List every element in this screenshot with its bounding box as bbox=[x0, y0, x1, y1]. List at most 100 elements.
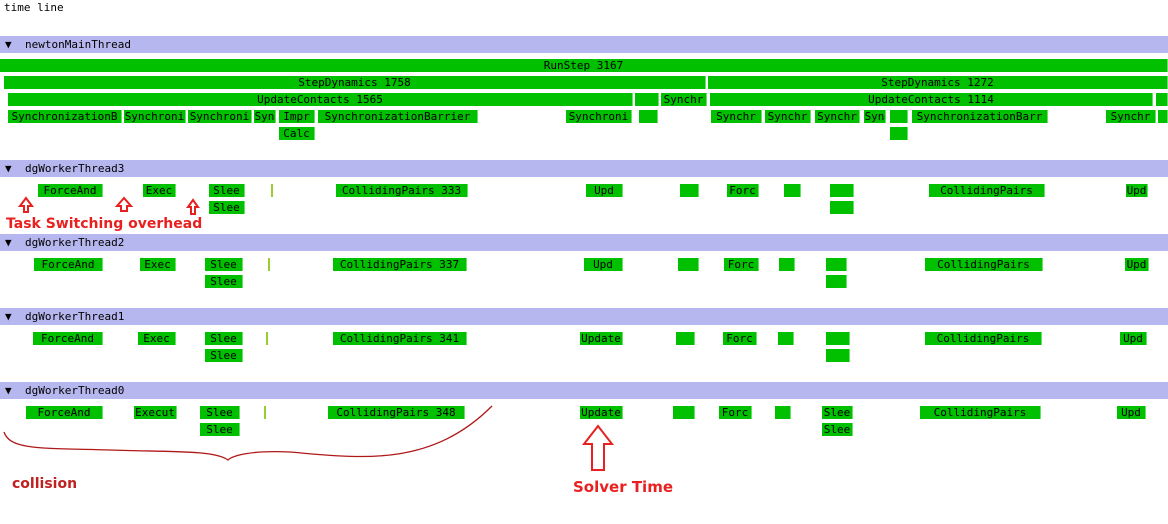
timeline-bar-forceand[interactable]: ForceAnd bbox=[33, 332, 103, 345]
timeline-bar-sleep[interactable]: Slee bbox=[205, 332, 243, 345]
timeline-bar-forc[interactable]: Forc bbox=[727, 184, 759, 197]
timeline-bar-sync[interactable]: SynchronizationBarrier bbox=[318, 110, 478, 123]
timeline-bar-update[interactable]: Upd bbox=[1125, 258, 1149, 271]
timeline-bar-runstep[interactable]: RunStep 3167 bbox=[0, 59, 1168, 72]
triangle-down-icon[interactable]: ▼ bbox=[5, 384, 12, 397]
timeline-bar-small[interactable] bbox=[826, 349, 850, 362]
timeline-bar-sleep[interactable]: Slee bbox=[205, 275, 243, 288]
timeline-bar-thin[interactable] bbox=[268, 258, 270, 271]
timeline-bar-small[interactable] bbox=[680, 184, 699, 197]
timeline-bar-stepdynamics-2[interactable]: StepDynamics 1272 bbox=[708, 76, 1168, 89]
timeline-bar-small[interactable] bbox=[890, 110, 908, 123]
timeline-bar-sleep[interactable]: Slee bbox=[209, 184, 245, 197]
timeline-bar-small[interactable] bbox=[639, 110, 658, 123]
timeline-bar-small[interactable] bbox=[826, 258, 847, 271]
timeline-bar-forceand[interactable]: ForceAnd bbox=[38, 184, 103, 197]
timeline-bar-collidingpairs[interactable]: CollidingPairs bbox=[929, 184, 1045, 197]
thread-header-dgWorkerThread3[interactable]: ▼ dgWorkerThread3 bbox=[0, 160, 1168, 177]
thread-header-newtonMainThread[interactable]: ▼ newtonMainThread bbox=[0, 36, 1168, 53]
timeline-bar-collidingpairs[interactable]: CollidingPairs 348 bbox=[328, 406, 465, 419]
triangle-down-icon[interactable]: ▼ bbox=[5, 236, 12, 249]
timeline-bar-small[interactable] bbox=[826, 275, 847, 288]
timeline-bar-forc[interactable]: Forc bbox=[724, 258, 759, 271]
timeline-bar-update[interactable]: Upd bbox=[1117, 406, 1146, 419]
timeline-bar-small[interactable] bbox=[673, 406, 695, 419]
timeline-bar-calc[interactable]: Calc bbox=[279, 127, 315, 140]
thread-label: dgWorkerThread3 bbox=[25, 162, 125, 175]
timeline-bar-forc[interactable]: Forc bbox=[719, 406, 752, 419]
timeline-bar-sync[interactable]: Synchr bbox=[765, 110, 811, 123]
timeline-bar-sleep[interactable]: Slee bbox=[205, 349, 243, 362]
timeline-bar-sync[interactable]: Synchr bbox=[711, 110, 762, 123]
thread-header-dgWorkerThread0[interactable]: ▼ dgWorkerThread0 bbox=[0, 382, 1168, 399]
timeline-bar-forceand[interactable]: ForceAnd bbox=[26, 406, 103, 419]
timeline-bar-sleep[interactable]: Slee bbox=[822, 423, 853, 436]
timeline-bar-update[interactable]: Upd bbox=[1120, 332, 1147, 345]
timeline-bar-sync[interactable]: Synchroni bbox=[566, 110, 632, 123]
timeline-bar-updatecontacts-1[interactable]: UpdateContacts 1565 bbox=[8, 93, 633, 106]
timeline-bar-thin[interactable] bbox=[271, 184, 273, 197]
timeline-bar-sleep[interactable]: Slee bbox=[209, 201, 245, 214]
timeline-bar-exec[interactable]: Execut bbox=[134, 406, 177, 419]
timeline-bar-sync[interactable]: Synchroni bbox=[188, 110, 252, 123]
timeline-bar-small[interactable] bbox=[784, 184, 801, 197]
timeline-bar-thin[interactable] bbox=[264, 406, 266, 419]
timeline-bar-forceand[interactable]: ForceAnd bbox=[34, 258, 103, 271]
timeline-bar-sync[interactable]: Syn bbox=[254, 110, 276, 123]
timeline-bar-collidingpairs[interactable]: CollidingPairs 333 bbox=[336, 184, 468, 197]
timeline-bar-thin[interactable] bbox=[266, 332, 268, 345]
timeline-bar-collidingpairs[interactable]: CollidingPairs 341 bbox=[333, 332, 467, 345]
timeline-bar-update[interactable]: Upd bbox=[586, 184, 623, 197]
triangle-down-icon[interactable]: ▼ bbox=[5, 38, 12, 51]
timeline-bar-update[interactable]: Upd bbox=[1126, 184, 1148, 197]
thread-label: dgWorkerThread0 bbox=[25, 384, 125, 397]
timeline-bar-update[interactable]: Update bbox=[580, 406, 623, 419]
timeline-bar-small[interactable] bbox=[826, 332, 850, 345]
timeline-title: time line bbox=[4, 1, 64, 14]
timeline-bar-small[interactable] bbox=[678, 258, 699, 271]
red-up-arrow-icon bbox=[18, 196, 34, 213]
timeline-bar-forc[interactable]: Forc bbox=[723, 332, 757, 345]
annotation-solver-time: Solver Time bbox=[573, 478, 673, 496]
timeline-bar-small[interactable] bbox=[635, 93, 659, 106]
thread-label: dgWorkerThread1 bbox=[25, 310, 125, 323]
timeline-bar-sync[interactable]: Synchr bbox=[1106, 110, 1156, 123]
timeline-bar-small[interactable] bbox=[775, 406, 791, 419]
timeline-bar-exec[interactable]: Exec bbox=[140, 258, 176, 271]
timeline-bar-sleep[interactable]: Slee bbox=[200, 423, 240, 436]
timeline-bar-small[interactable] bbox=[778, 332, 794, 345]
timeline-bar-collidingpairs[interactable]: CollidingPairs bbox=[925, 332, 1042, 345]
timeline-bar-sleep[interactable]: Slee bbox=[822, 406, 853, 419]
timeline-bar-collidingpairs[interactable]: CollidingPairs bbox=[925, 258, 1043, 271]
timeline-bar-small[interactable] bbox=[830, 201, 854, 214]
annotation-collision: collision bbox=[12, 476, 78, 492]
timeline-bar-sleep[interactable]: Slee bbox=[200, 406, 240, 419]
red-up-arrow-icon bbox=[114, 196, 134, 212]
red-up-arrow-icon bbox=[581, 424, 615, 471]
timeline-bar-sync[interactable]: SynchronizationBarr bbox=[912, 110, 1048, 123]
triangle-down-icon[interactable]: ▼ bbox=[5, 310, 12, 323]
timeline-bar-sync[interactable]: Syn bbox=[864, 110, 886, 123]
thread-header-dgWorkerThread1[interactable]: ▼ dgWorkerThread1 bbox=[0, 308, 1168, 325]
timeline-bar-update[interactable]: Upd bbox=[584, 258, 623, 271]
thread-header-dgWorkerThread2[interactable]: ▼ dgWorkerThread2 bbox=[0, 234, 1168, 251]
timeline-bar-collidingpairs[interactable]: CollidingPairs 337 bbox=[333, 258, 467, 271]
collision-brace bbox=[3, 405, 493, 461]
timeline-bar-small[interactable] bbox=[890, 127, 908, 140]
timeline-bar-impr[interactable]: Impr bbox=[279, 110, 315, 123]
timeline-bar-small[interactable] bbox=[779, 258, 795, 271]
timeline-bar-sync[interactable]: SynchronizationB bbox=[8, 110, 122, 123]
timeline-bar-updatecontacts-2[interactable]: UpdateContacts 1114 bbox=[710, 93, 1153, 106]
timeline-bar-update[interactable]: Update bbox=[580, 332, 623, 345]
timeline-bar-sync[interactable]: Synchr bbox=[815, 110, 860, 123]
timeline-bar-small[interactable] bbox=[676, 332, 695, 345]
timeline-bar-sleep[interactable]: Slee bbox=[205, 258, 243, 271]
triangle-down-icon[interactable]: ▼ bbox=[5, 162, 12, 175]
timeline-bar-synchr[interactable]: Synchr bbox=[661, 93, 707, 106]
timeline-bar-exec[interactable]: Exec bbox=[138, 332, 176, 345]
timeline-bar-small[interactable] bbox=[830, 184, 854, 197]
timeline-bar-sync[interactable]: Synchroni bbox=[124, 110, 186, 123]
timeline-bar-exec[interactable]: Exec bbox=[143, 184, 176, 197]
timeline-bar-stepdynamics-1[interactable]: StepDynamics 1758 bbox=[4, 76, 706, 89]
timeline-bar-collidingpairs[interactable]: CollidingPairs bbox=[920, 406, 1041, 419]
